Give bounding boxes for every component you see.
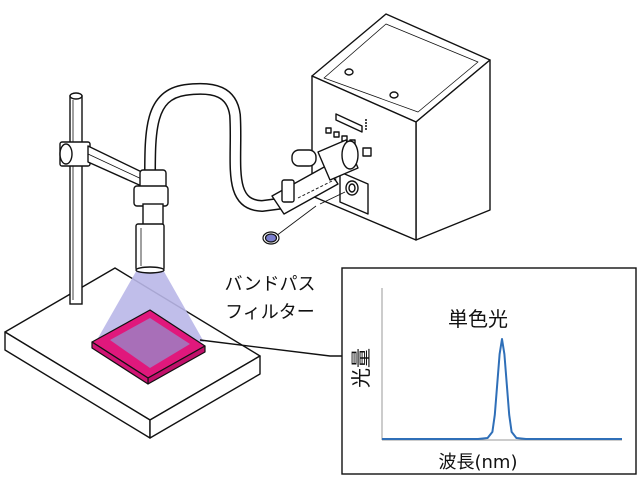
source-button-2 bbox=[333, 131, 340, 138]
holder-knob bbox=[291, 149, 317, 167]
holder-clip bbox=[281, 179, 295, 203]
source-top-bezel bbox=[323, 23, 479, 113]
holder-slot-line bbox=[297, 177, 339, 199]
filter-insert-guide bbox=[319, 191, 346, 205]
filter-holder bbox=[271, 139, 359, 215]
fiber-fill bbox=[145, 84, 290, 211]
head-lens-barrel bbox=[135, 223, 165, 271]
spectrum-chart-frame bbox=[341, 267, 637, 475]
source-output-port-inner bbox=[348, 183, 356, 193]
base-plate-side bbox=[149, 355, 261, 439]
head-mount bbox=[133, 185, 169, 207]
clamp-arm-edge bbox=[87, 153, 149, 183]
bandpass-filter bbox=[262, 205, 317, 245]
light-source-unit bbox=[311, 13, 491, 241]
head-lens-exit bbox=[135, 266, 165, 274]
sample-illuminated-area bbox=[110, 318, 190, 368]
clamp-knob bbox=[59, 143, 73, 165]
source-power-switch bbox=[362, 147, 372, 157]
source-button-1 bbox=[325, 127, 332, 134]
source-indicator-dots bbox=[365, 119, 367, 130]
source-top-screw-right bbox=[389, 91, 399, 99]
holder-cylinder-face bbox=[341, 140, 359, 170]
source-top-screw-left bbox=[344, 68, 354, 76]
stand-rod-top bbox=[69, 92, 83, 100]
peak-label: 単色光 bbox=[448, 307, 508, 331]
x-axis-label: 波長(nm) bbox=[439, 452, 518, 473]
sample bbox=[91, 309, 206, 385]
stand-rod bbox=[69, 92, 83, 305]
head-neck bbox=[142, 203, 164, 227]
stand-rod-body bbox=[69, 95, 83, 305]
filter-disc-glass bbox=[264, 233, 278, 243]
source-display-window bbox=[335, 113, 363, 133]
callout-line bbox=[199, 339, 342, 357]
light-guide-fiber bbox=[144, 82, 291, 212]
filter-label-line1: バンドパス bbox=[225, 274, 316, 295]
filter-label-line2: フィルター bbox=[225, 302, 315, 323]
filter-leader-line bbox=[275, 205, 317, 237]
optic-head bbox=[133, 169, 169, 274]
clamp-arm bbox=[59, 141, 151, 189]
sample-side-front bbox=[91, 341, 149, 385]
y-axis-label: 光量 bbox=[349, 348, 373, 388]
fiber-outline bbox=[144, 82, 291, 212]
spectrum-series-line bbox=[382, 338, 622, 440]
spectrum-chart bbox=[381, 288, 622, 441]
